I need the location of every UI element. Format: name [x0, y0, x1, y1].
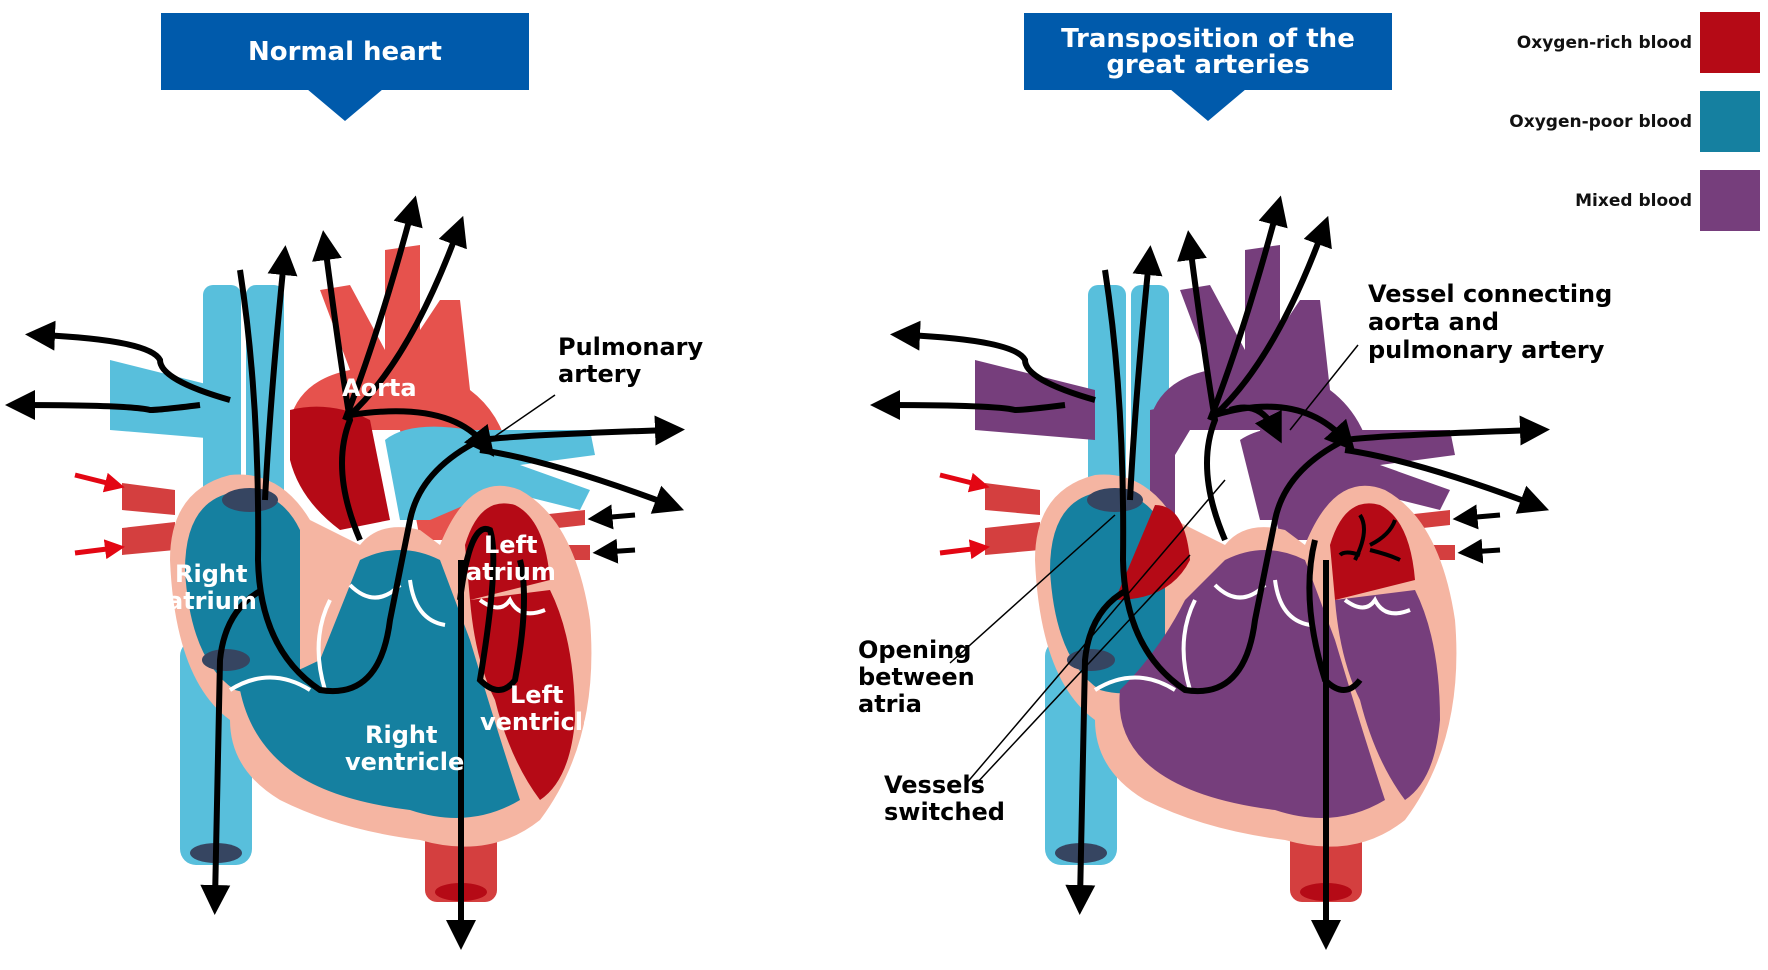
- tga-title-line1: Transposition of the: [1061, 23, 1355, 54]
- vessel-connecting-label-1: Vessel connecting: [1368, 280, 1612, 308]
- tga-title-pointer: [1170, 89, 1246, 121]
- flow-arrow: [1212, 215, 1332, 418]
- red-arrow: [939, 472, 990, 493]
- flow-arrow: [1452, 504, 1501, 530]
- legend-swatch-oxygen-rich: [1700, 12, 1760, 73]
- red-arrow: [74, 472, 125, 493]
- flow-arrow: [349, 408, 495, 457]
- flow-arrow: [347, 215, 467, 418]
- flow-arrow: [870, 390, 1066, 421]
- pulmonary-artery-label-2: artery: [558, 360, 642, 388]
- flow-arrow: [1457, 538, 1501, 564]
- vessel-connecting-label-3: pulmonary artery: [1368, 336, 1605, 364]
- flow-arrow: [5, 390, 201, 421]
- tga-title-line2: great arteries: [1106, 49, 1310, 80]
- left-ventricle-label-2: ventricle: [480, 708, 599, 736]
- red-arrow: [939, 539, 990, 560]
- switched-label-2: switched: [884, 798, 1005, 826]
- flow-arrow: [312, 230, 363, 542]
- flow-arrow: [890, 320, 1096, 403]
- legend-item-oxygen-rich: Oxygen-rich blood: [1517, 12, 1760, 73]
- normal-heart: Aorta Pulmonary artery Right atrium Left…: [5, 195, 704, 950]
- flow-arrow: [262, 245, 298, 501]
- inflow-arrows: [74, 472, 125, 560]
- legend-item-oxygen-poor: Oxygen-poor blood: [1509, 91, 1760, 152]
- tga-leader-lines: [949, 344, 1359, 786]
- flow-arrow: [1344, 447, 1550, 514]
- tga-flow-arrows: [870, 195, 1550, 950]
- flow-arrow: [1065, 587, 1129, 915]
- flow-arrow: [1344, 415, 1550, 446]
- left-atrium-label-2: atrium: [466, 558, 556, 586]
- red-arrow: [74, 539, 125, 560]
- normal-flow-arrows: [5, 195, 685, 950]
- flow-arrow: [342, 195, 423, 422]
- flow-arrow: [457, 525, 527, 693]
- flow-arrow: [592, 538, 636, 564]
- legend-label: Oxygen-poor blood: [1509, 111, 1692, 132]
- opening-label-1: Opening: [858, 636, 971, 664]
- right-atrium-label-2: atrium: [167, 587, 257, 615]
- pulmonary-artery-leader-line: [477, 394, 556, 449]
- legend-swatch-mixed: [1700, 170, 1760, 231]
- heart-body: [170, 474, 592, 847]
- normal-heart-title: Normal heart: [161, 13, 529, 90]
- flow-arrow: [1127, 245, 1163, 501]
- vessel-connecting-leader-line: [1289, 344, 1359, 431]
- normal-heart-title-pointer: [307, 89, 383, 121]
- flow-arrow: [25, 320, 231, 403]
- normal-heart-title-text: Normal heart: [248, 36, 442, 67]
- switched-leader-line: [974, 554, 1191, 786]
- left-ventricle-label-1: Left: [510, 681, 563, 709]
- opening-between-atria: [1115, 505, 1190, 600]
- legend-swatch-oxygen-poor: [1700, 91, 1760, 152]
- flow-arrow: [1306, 539, 1363, 693]
- aorta-label: Aorta: [342, 374, 417, 402]
- flow-arrow: [1229, 404, 1282, 444]
- tga-inflow-arrows: [939, 472, 990, 560]
- legend-label: Mixed blood: [1575, 190, 1692, 211]
- opening-label-2: between: [858, 663, 975, 691]
- flow-arrow: [237, 269, 482, 695]
- flow-arrow: [200, 587, 264, 915]
- right-ventricle-label-2: ventricle: [345, 748, 464, 776]
- flow-arrow: [1102, 269, 1347, 695]
- flow-arrow: [479, 447, 685, 514]
- switched-leader-line: [964, 479, 1226, 786]
- opening-leader-line: [949, 514, 1116, 664]
- tga-heart: Vessel connecting aorta and pulmonary ar…: [858, 195, 1612, 950]
- tga-title: Transposition of the great arteries: [1024, 13, 1392, 90]
- pulmonary-artery: [385, 426, 595, 520]
- pulmonary-artery-label-1: Pulmonary: [558, 333, 704, 361]
- opening-label-3: atria: [858, 690, 922, 718]
- flow-arrow: [1207, 195, 1288, 422]
- legend-label: Oxygen-rich blood: [1516, 32, 1692, 53]
- flow-arrow: [1177, 230, 1228, 542]
- right-ventricle-label-1: Right: [365, 721, 437, 749]
- flow-arrow: [587, 504, 636, 530]
- switched-label-1: Vessels: [884, 771, 985, 799]
- left-atrium-label-1: Left: [484, 531, 537, 559]
- vessel-connecting-label-2: aorta and: [1368, 308, 1499, 336]
- legend-item-mixed: Mixed blood: [1575, 170, 1760, 231]
- right-atrium-label-1: Right: [175, 560, 247, 588]
